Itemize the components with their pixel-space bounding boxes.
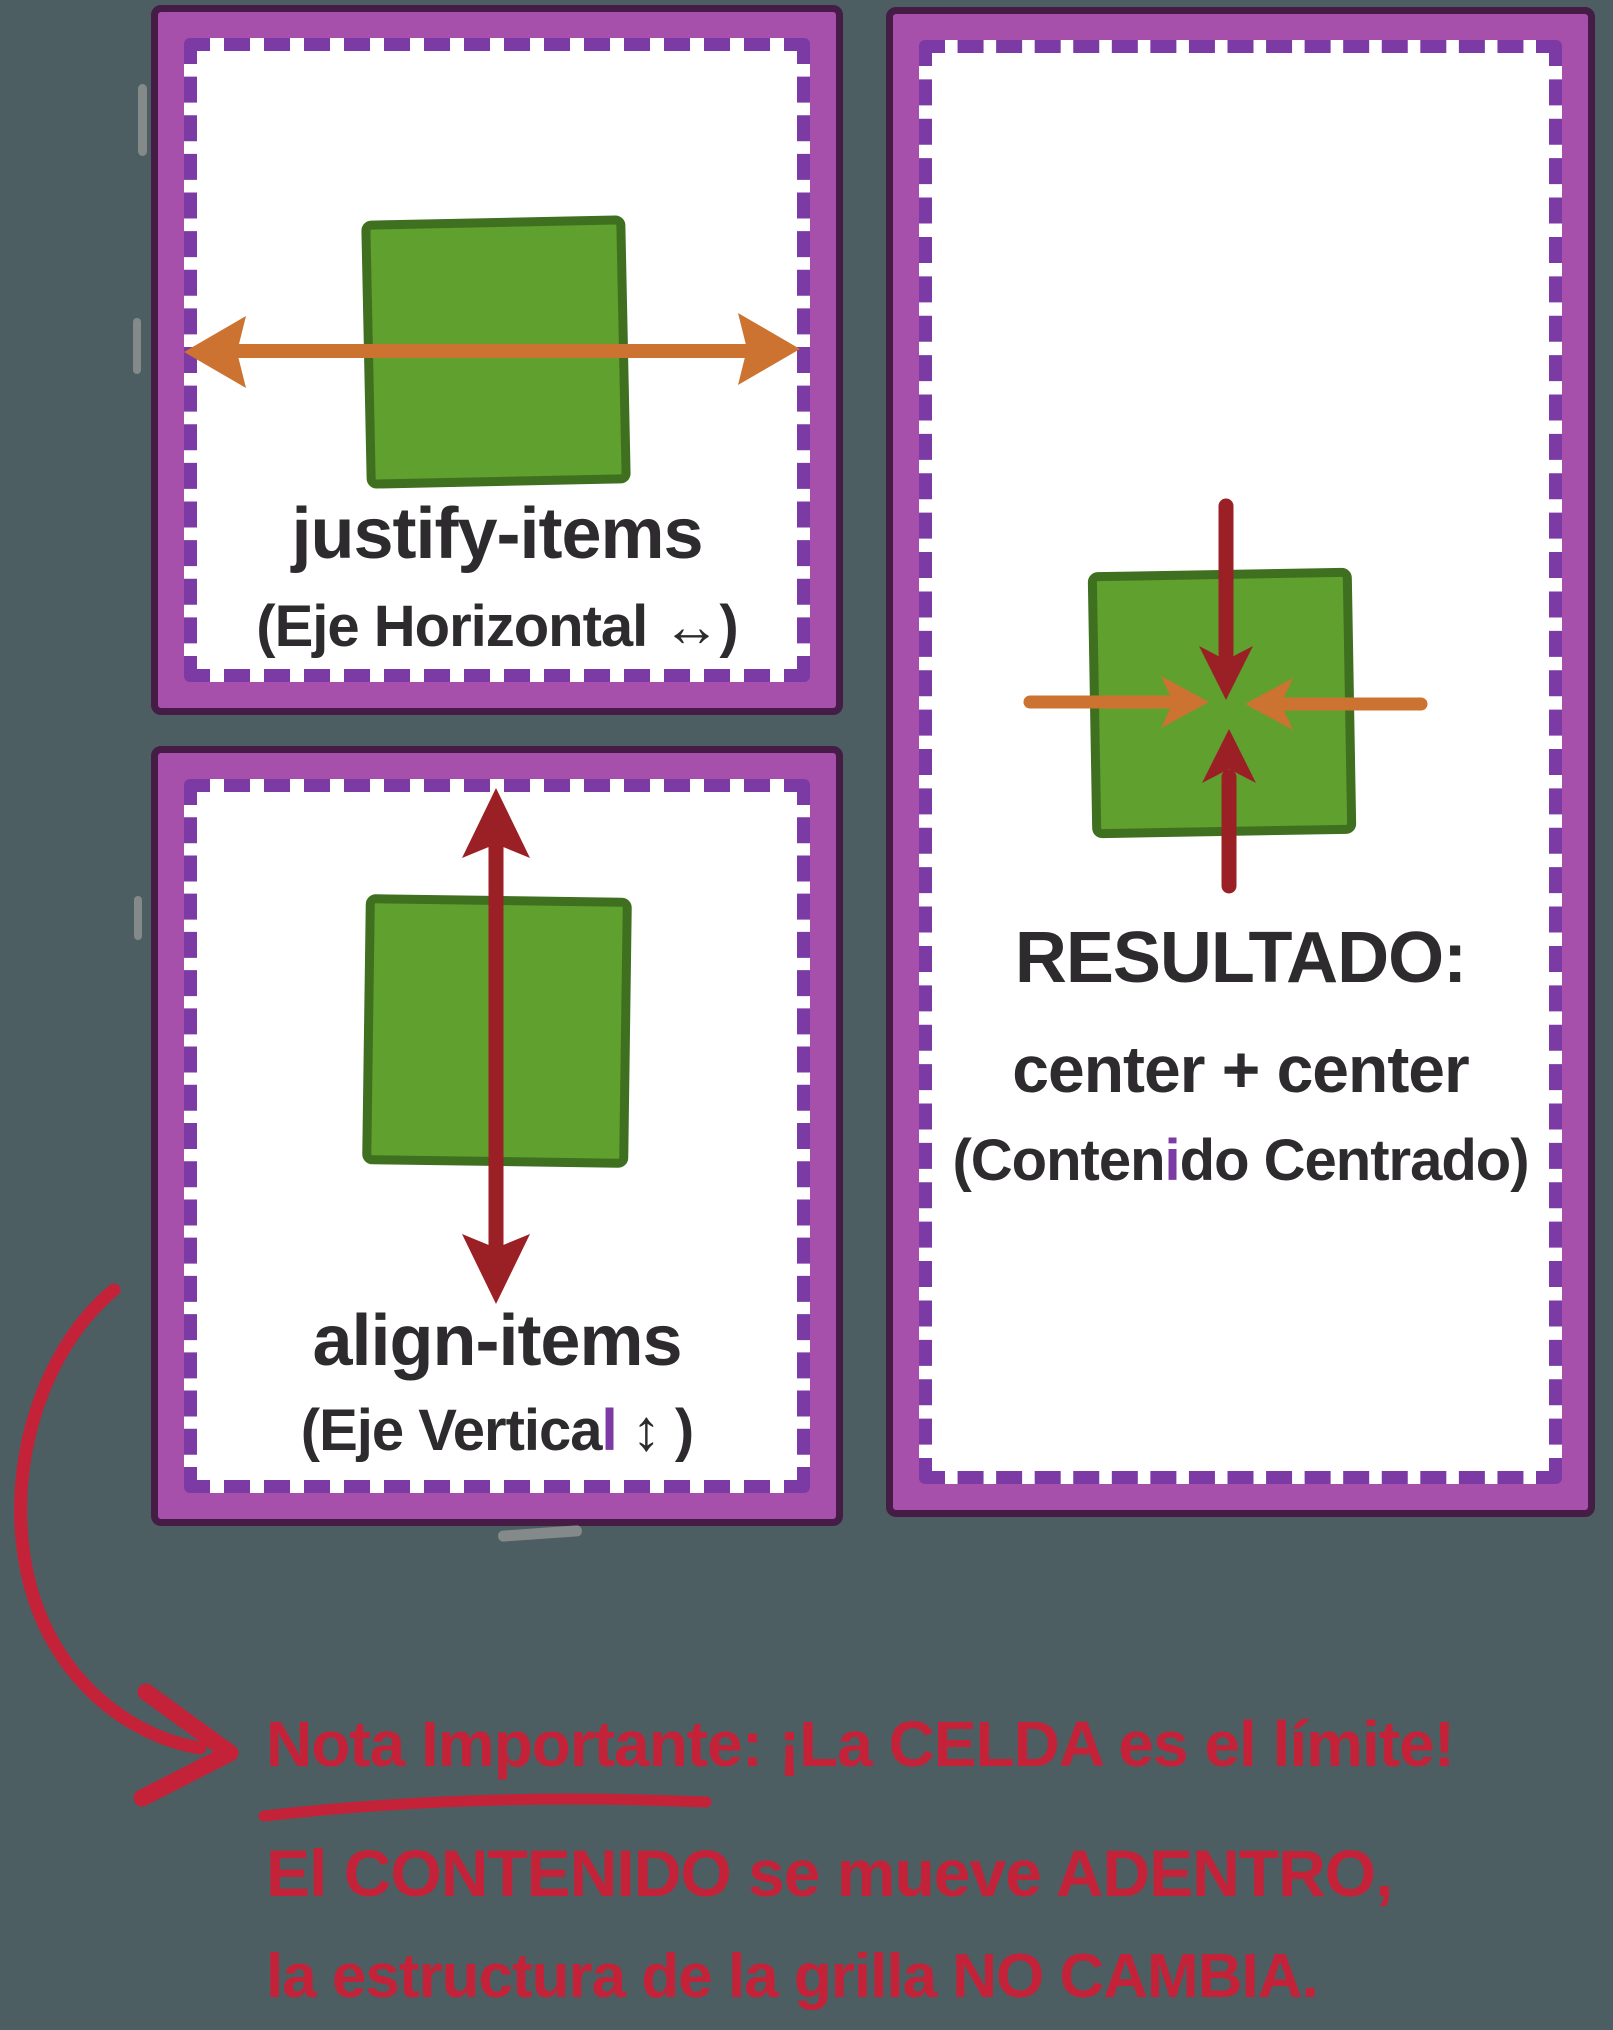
pencil-mark — [134, 896, 142, 940]
result-caption: (Contenido Centrado) — [886, 1132, 1595, 1190]
align-sublabel-text: (Eje Vertica — [300, 1398, 603, 1463]
grid-item-green-square-align — [362, 894, 632, 1168]
note-underline — [258, 1793, 712, 1822]
result-caption-text-end: do Centrado) — [1179, 1128, 1530, 1193]
note-line-3: la estructura de la grilla NO CAMBIA. — [266, 1942, 1319, 2011]
note-line-2: El CONTENIDO se mueve ADENTRO, — [266, 1836, 1393, 1910]
result-caption-text: (Conten — [952, 1128, 1165, 1193]
justify-items-sublabel: (Eje Horizontal ↔) — [256, 594, 738, 659]
pencil-mark — [133, 318, 141, 374]
note-line-1: Nota Importante: ¡La CELDA es el límite! — [266, 1708, 1455, 1780]
align-items-label: align-items — [312, 1301, 682, 1381]
result-subtitle: center + center — [1012, 1032, 1469, 1106]
pencil-smudge — [497, 1525, 583, 1542]
align-sublabel-accent-letter: l — [601, 1398, 618, 1463]
grid-item-green-square-justify — [361, 215, 631, 489]
result-caption-accent-letter: i — [1164, 1128, 1181, 1193]
justify-items-label: justify-items — [291, 494, 703, 574]
align-items-sublabel: (Eje Vertical ↕ ) — [151, 1402, 843, 1460]
result-title: RESULTADO: — [1014, 918, 1467, 998]
grid-item-green-square-result — [1087, 567, 1357, 839]
align-sublabel-arrow-glyph: ↕ ) — [616, 1398, 694, 1463]
pencil-mark — [138, 84, 147, 156]
